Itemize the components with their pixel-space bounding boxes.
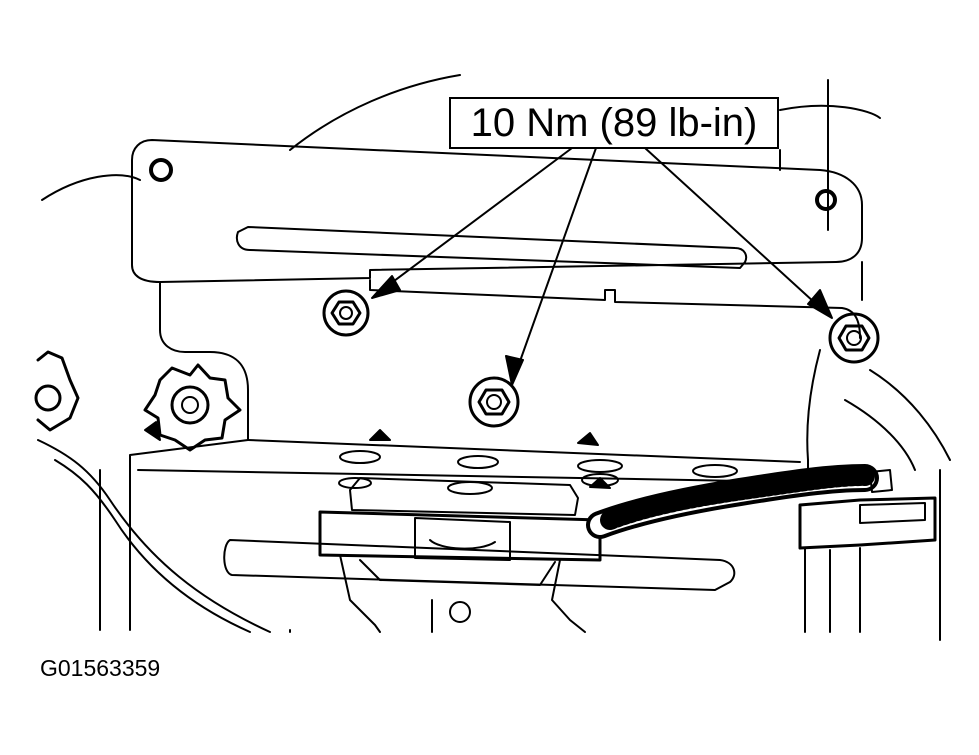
right-connector <box>798 469 937 633</box>
bolt-center <box>468 376 520 428</box>
wiring-harness <box>586 464 879 539</box>
left-nut <box>34 350 271 633</box>
leader-arrows <box>371 147 833 386</box>
arrow-head-left <box>371 275 401 299</box>
torque-callout: 10 Nm (89 lb-in) <box>449 97 779 149</box>
bolt-right <box>828 312 880 364</box>
lower-plate-hole <box>449 601 471 623</box>
bolt-left <box>322 289 370 337</box>
figure-id: G01563359 <box>40 655 161 681</box>
lower-plate <box>99 261 863 633</box>
star-fastener <box>143 363 242 452</box>
upper-bracket <box>131 139 863 283</box>
housing-outline <box>41 74 951 641</box>
plate-ovals <box>338 450 738 495</box>
arrow-head-right <box>807 289 833 319</box>
bracket-slot <box>235 226 748 269</box>
electrical-connector <box>318 477 602 633</box>
torque-label: 10 Nm (89 lb-in) <box>470 100 758 145</box>
bracket-hole-left <box>149 158 173 182</box>
plate-pips <box>144 421 611 489</box>
bracket-hole-right <box>815 189 837 211</box>
arrow-head-center <box>505 355 524 386</box>
